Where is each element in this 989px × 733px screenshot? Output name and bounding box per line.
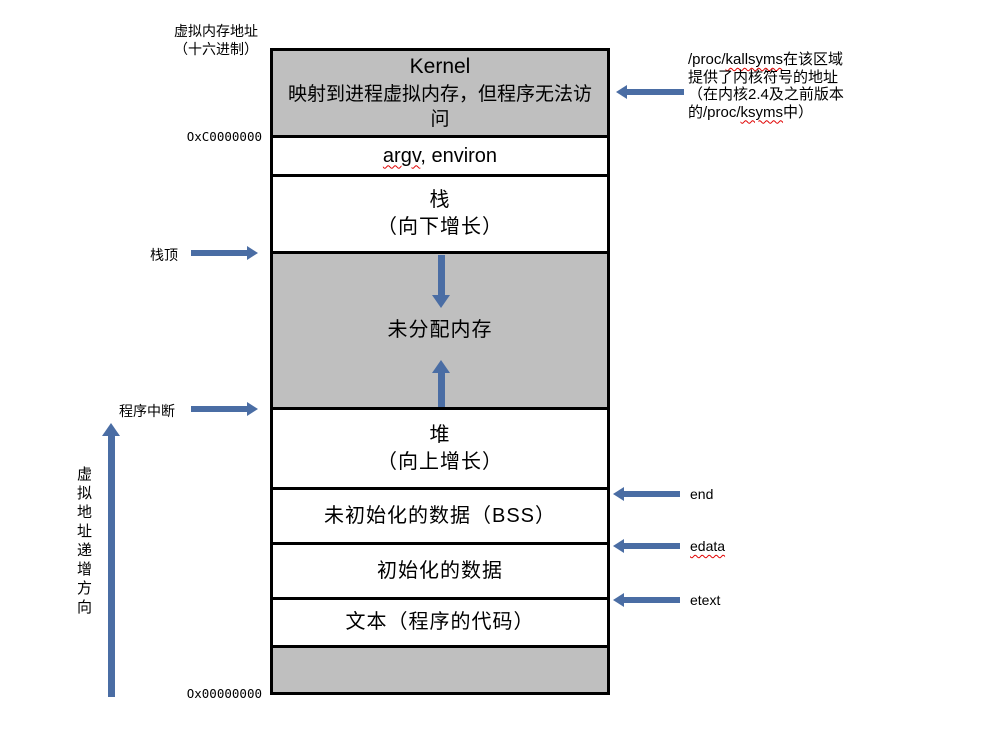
- kernel-note-kallsyms: kallsyms: [725, 51, 784, 68]
- kernel-note-ksyms: ksyms: [740, 103, 784, 121]
- axis-title-line1: 虚拟内存地址: [174, 23, 258, 39]
- program-break-arrow-head: [247, 402, 258, 416]
- edata-arrow-shaft: [623, 543, 680, 549]
- stack-top-label: 栈顶: [150, 247, 178, 263]
- unallocated-label: 未分配内存: [387, 319, 493, 341]
- end-label: end: [690, 486, 714, 502]
- edata-arrow: [613, 539, 680, 553]
- segment-bss: 未初始化的数据（BSS）: [273, 490, 607, 545]
- heap-label-line2: （向上增长）: [377, 450, 503, 473]
- edata-arrow-head: [613, 539, 624, 553]
- stack-label-line2: （向下增长）: [377, 216, 503, 238]
- kernel-note-l4c: 中）: [783, 103, 814, 121]
- memory-column: Kernel 映射到进程虚拟内存，但程序无法访 问 argv, environ …: [270, 48, 610, 695]
- etext-arrow-head: [613, 593, 624, 607]
- end-arrow-shaft: [623, 491, 680, 497]
- address-direction-arrow: [102, 423, 120, 697]
- address-direction-label: 虚拟地址递增方向: [75, 466, 92, 618]
- program-break-label: 程序中断: [119, 403, 175, 419]
- segment-kernel: Kernel 映射到进程虚拟内存，但程序无法访 问: [273, 51, 607, 138]
- text-segment-label: 文本（程序的代码）: [345, 611, 535, 633]
- environ-word: , environ: [420, 144, 498, 167]
- kernel-title: Kernel: [409, 55, 471, 79]
- kernel-note-arrow-shaft: [626, 89, 684, 95]
- stack-growth-down-arrow-head: [432, 295, 450, 308]
- kernel-note-line2: 提供了内核符号的地址: [688, 68, 839, 86]
- stack-growth-down-arrow-shaft: [437, 255, 445, 296]
- kernel-note-arrow: [616, 85, 684, 99]
- segment-text: 文本（程序的代码）: [273, 600, 607, 648]
- heap-growth-up-arrow: [432, 360, 450, 407]
- kernel-note-l1a: /proc/: [688, 51, 726, 68]
- kernel-note-line4: 的/proc/ksyms中）: [688, 104, 844, 122]
- kernel-note-line3: （在内核2.4及之前版本: [688, 86, 844, 103]
- segment-stack: 栈 （向下增长）: [273, 177, 607, 254]
- segment-bottom-reserved: [273, 648, 607, 692]
- address-direction-arrow-shaft: [107, 435, 115, 697]
- segment-unallocated: 未分配内存: [273, 254, 607, 410]
- initialized-data-label: 初始化的数据: [377, 559, 503, 582]
- kernel-note-l4a: 的/proc/: [688, 103, 741, 121]
- program-break-arrow: [191, 402, 258, 416]
- program-break-arrow-shaft: [191, 406, 248, 412]
- etext-arrow-shaft: [623, 597, 680, 603]
- argv-word: argv: [382, 144, 421, 167]
- kernel-note: /proc/kallsyms在该区域 提供了内核符号的地址 （在内核2.4及之前…: [688, 51, 844, 121]
- argv-environ-label: argv, environ: [383, 143, 497, 170]
- heap-growth-up-arrow-head: [432, 360, 450, 373]
- stack-top-arrow-shaft: [191, 250, 248, 256]
- etext-label: etext: [690, 592, 721, 608]
- segment-initialized-data: 初始化的数据: [273, 545, 607, 600]
- heap-label-line1: 堆: [429, 423, 451, 446]
- stack-label-line1: 栈: [429, 189, 451, 211]
- bss-label: 未初始化的数据（BSS）: [323, 504, 557, 527]
- etext-arrow: [613, 593, 680, 607]
- address-direction-arrow-head: [102, 423, 120, 436]
- stack-top-arrow-head: [247, 246, 258, 260]
- axis-title: 虚拟内存地址 （十六进制）: [160, 22, 272, 59]
- kernel-desc-line1: 映射到进程虚拟内存，但程序无法访: [287, 83, 592, 105]
- kernel-note-l1c: 在该区域: [783, 51, 844, 68]
- axis-title-line2: （十六进制）: [174, 41, 258, 58]
- edata-label: edata: [690, 538, 726, 554]
- kernel-desc-line2: 问: [430, 109, 450, 131]
- end-arrow: [613, 487, 680, 501]
- segment-argv-environ: argv, environ: [273, 138, 607, 177]
- kernel-note-arrow-head: [616, 85, 627, 99]
- stack-growth-down-arrow: [432, 255, 450, 308]
- segment-heap: 堆 （向上增长）: [273, 410, 607, 490]
- address-kernel-base: OxC0000000: [186, 129, 262, 144]
- end-arrow-head: [613, 487, 624, 501]
- heap-growth-up-arrow-shaft: [437, 372, 445, 407]
- kernel-note-line1: /proc/kallsyms在该区域: [688, 51, 844, 69]
- stack-top-arrow: [191, 246, 258, 260]
- address-zero: Ox00000000: [186, 686, 262, 701]
